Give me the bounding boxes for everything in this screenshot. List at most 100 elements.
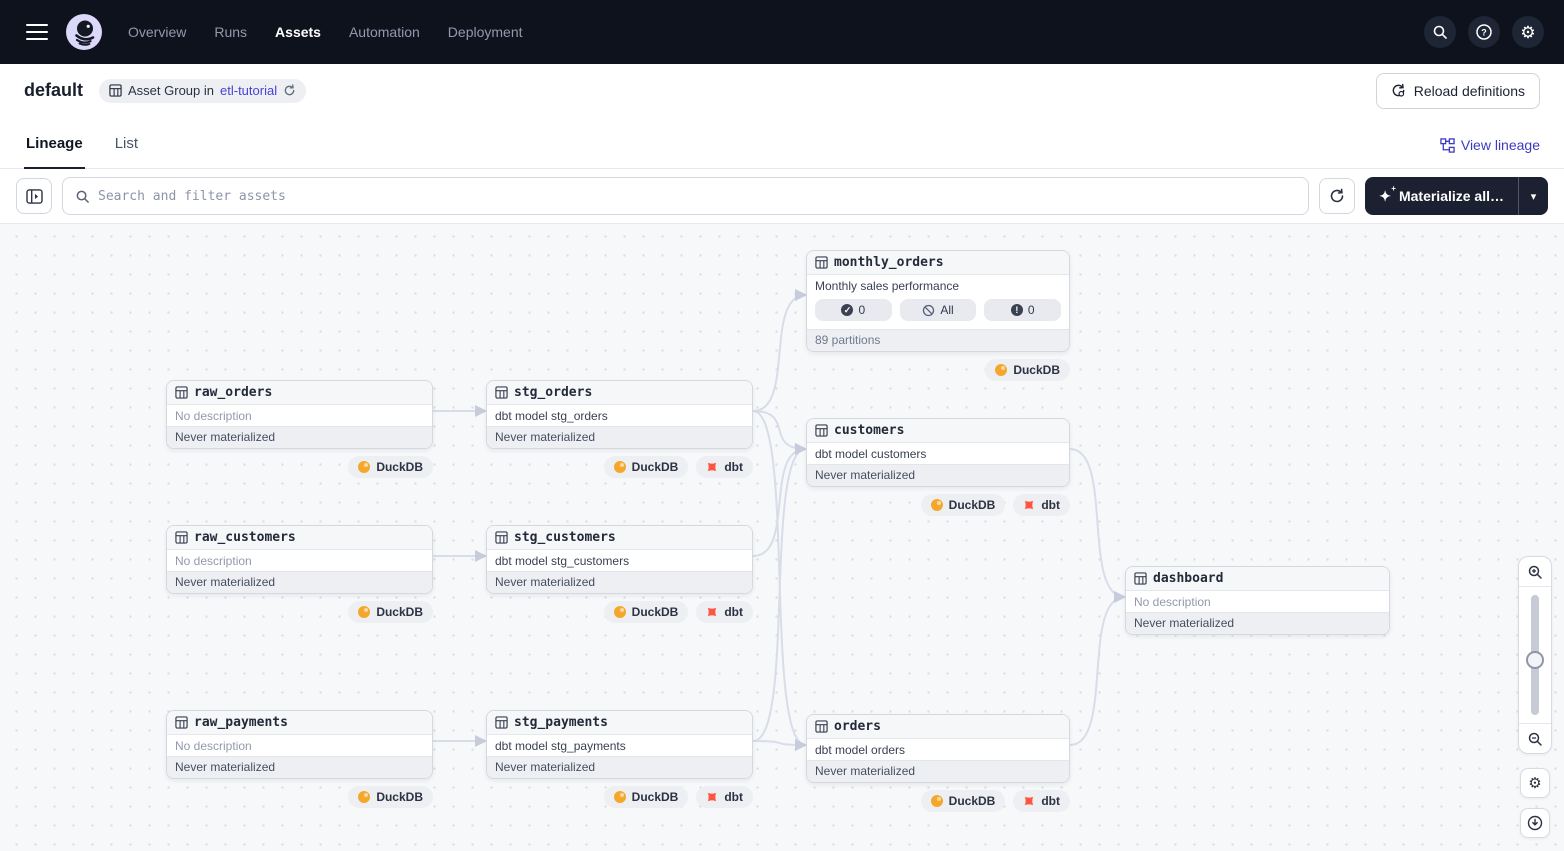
tag-duckdb[interactable]: DuckDB: [603, 601, 689, 623]
nav-item-runs[interactable]: Runs: [214, 24, 248, 40]
tag-duckdb[interactable]: DuckDB: [348, 786, 433, 808]
search-icon[interactable]: [1424, 16, 1456, 48]
sidebar-toggle-icon[interactable]: [16, 178, 52, 214]
dbt-icon: [1025, 500, 1034, 510]
asset-footer: Never materialized: [807, 464, 1069, 486]
duckdb-icon: [358, 606, 371, 618]
tag-duckdb[interactable]: DuckDB: [920, 790, 1006, 812]
dagster-logo-icon[interactable]: [66, 14, 102, 50]
tag-label: dbt: [1041, 794, 1060, 808]
tag-duckdb[interactable]: DuckDB: [603, 456, 689, 478]
dbt-icon: [708, 607, 717, 617]
sync-icon[interactable]: [283, 84, 296, 97]
asset-description: dbt model stg_customers: [487, 550, 752, 571]
asset-name: stg_payments: [514, 715, 608, 730]
asset-footer: Never materialized: [167, 426, 432, 448]
asset-description: dbt model stg_orders: [487, 405, 752, 426]
dbt-icon: [708, 792, 717, 802]
tag-duckdb[interactable]: DuckDB: [348, 456, 433, 478]
tag-duckdb[interactable]: DuckDB: [603, 786, 689, 808]
asset-name: raw_payments: [194, 715, 288, 730]
nav-item-deployment[interactable]: Deployment: [447, 24, 523, 40]
tag-dbt[interactable]: dbt: [696, 601, 753, 623]
tab-lineage[interactable]: Lineage: [24, 135, 85, 169]
sparkle-icon: ✦+: [1379, 184, 1396, 204]
status-pill: ✓0: [815, 299, 892, 321]
asset-name: raw_orders: [194, 385, 273, 400]
tabs-row: Lineage List View lineage: [0, 117, 1564, 169]
status-label: All: [940, 303, 954, 317]
nav-actions: ? ⚙: [1424, 16, 1544, 48]
asset-node-header: monthly_orders: [807, 251, 1069, 275]
duckdb-icon: [358, 791, 371, 803]
tag-label: dbt: [724, 605, 743, 619]
code-location-link[interactable]: etl-tutorial: [220, 83, 278, 98]
lineage-edge-stg_orders-to-customers: [752, 410, 807, 455]
zoom-slider[interactable]: [1519, 587, 1551, 723]
asset-tags: DuckDB dbt: [806, 494, 1070, 516]
table-icon: [495, 386, 508, 399]
tag-duckdb[interactable]: DuckDB: [920, 494, 1006, 516]
status-label: 0: [1027, 303, 1035, 317]
tab-list[interactable]: List: [114, 135, 139, 152]
lineage-edge-stg_payments-to-orders: [752, 738, 807, 751]
table-icon: [175, 531, 188, 544]
asset-node-header: raw_customers: [167, 526, 432, 550]
refresh-icon[interactable]: [1319, 178, 1356, 214]
duckdb-icon: [613, 791, 626, 803]
table-icon: [1134, 572, 1147, 585]
asset-node-header: stg_orders: [487, 381, 752, 405]
help-icon[interactable]: ?: [1468, 16, 1500, 48]
asset-tags: DuckDB dbt: [806, 790, 1070, 812]
tag-label: dbt: [724, 460, 743, 474]
tag-dbt[interactable]: dbt: [696, 456, 753, 478]
tag-dbt[interactable]: dbt: [696, 786, 753, 808]
search-input[interactable]: [98, 188, 1297, 204]
nav-item-automation[interactable]: Automation: [348, 24, 420, 40]
graph-settings-icon[interactable]: ⚙: [1520, 768, 1550, 798]
tag-duckdb[interactable]: DuckDB: [348, 601, 433, 623]
menu-icon[interactable]: [26, 24, 48, 40]
nav-item-overview[interactable]: Overview: [128, 24, 187, 40]
check-circle-icon: ✓: [841, 304, 854, 316]
zoom-out-icon[interactable]: [1519, 723, 1551, 753]
download-icon[interactable]: [1520, 808, 1550, 838]
lineage-edge-stg_orders-to-monthly_orders: [752, 289, 807, 412]
tag-duckdb[interactable]: DuckDB: [985, 359, 1070, 381]
tag-dbt[interactable]: dbt: [1013, 494, 1070, 516]
zoom-slider-handle[interactable]: [1526, 651, 1544, 669]
asset-footer: Never materialized: [167, 756, 432, 778]
view-lineage-link[interactable]: View lineage: [1440, 137, 1540, 168]
materialize-dropdown-caret[interactable]: ▾: [1518, 177, 1548, 215]
asset-footer: 89 partitions: [807, 329, 1069, 351]
reload-definitions-button[interactable]: Reload definitions: [1375, 72, 1540, 109]
reload-icon: [1392, 83, 1405, 97]
tag-dbt[interactable]: dbt: [1013, 790, 1070, 812]
settings-icon[interactable]: ⚙: [1512, 16, 1544, 48]
asset-name: customers: [834, 423, 905, 438]
svg-text:?: ?: [1481, 27, 1487, 37]
asset-name: raw_customers: [194, 530, 296, 545]
nav-item-assets[interactable]: Assets: [275, 24, 321, 40]
materialize-all-button[interactable]: ✦+ Materialize all… ▾: [1365, 177, 1548, 215]
tag-label: dbt: [1041, 498, 1060, 512]
dbt-icon: [1025, 796, 1034, 806]
zoom-in-icon[interactable]: [1519, 557, 1551, 587]
duckdb-icon: [613, 606, 626, 618]
